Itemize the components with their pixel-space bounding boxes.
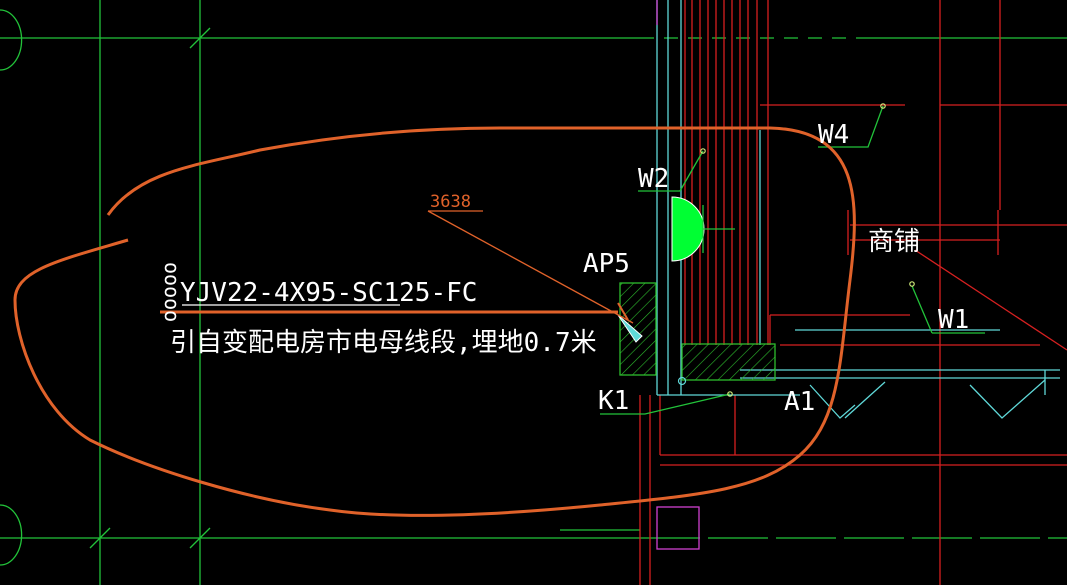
label-dots: [677, 103, 915, 397]
label-leaders: [600, 105, 985, 415]
cable-note-label: 引自变配电房市电母线段,埋地0.7米: [170, 328, 597, 358]
coil-mark: ooooo: [160, 262, 184, 322]
axis-bubble-top: [0, 9, 23, 71]
w4-label: W4: [818, 120, 849, 150]
cyan-outlines: [656, 0, 1060, 419]
a1-label: A1: [784, 387, 815, 417]
magenta-marks: [656, 0, 700, 550]
shop-label: 商铺: [868, 227, 920, 257]
axis-bubble-bottom: [0, 504, 23, 566]
markup-cloud: [13, 126, 856, 517]
cable-spec-label: YJV22-4X95-SC125-FC: [180, 278, 477, 308]
k1-label: K1: [598, 386, 629, 416]
w1-label: W1: [938, 305, 969, 335]
half-disc-icon: [671, 196, 735, 262]
dimension-leader: [427, 210, 634, 324]
dimension-label: 3638: [430, 192, 471, 212]
w2-label: W2: [638, 164, 669, 194]
panel-ap5-label: AP5: [583, 249, 630, 279]
panel-stub: [617, 302, 629, 321]
connection-wedge: [617, 314, 643, 343]
panel-ap5-hatched: [619, 282, 776, 381]
wall-lines: [639, 0, 1067, 585]
